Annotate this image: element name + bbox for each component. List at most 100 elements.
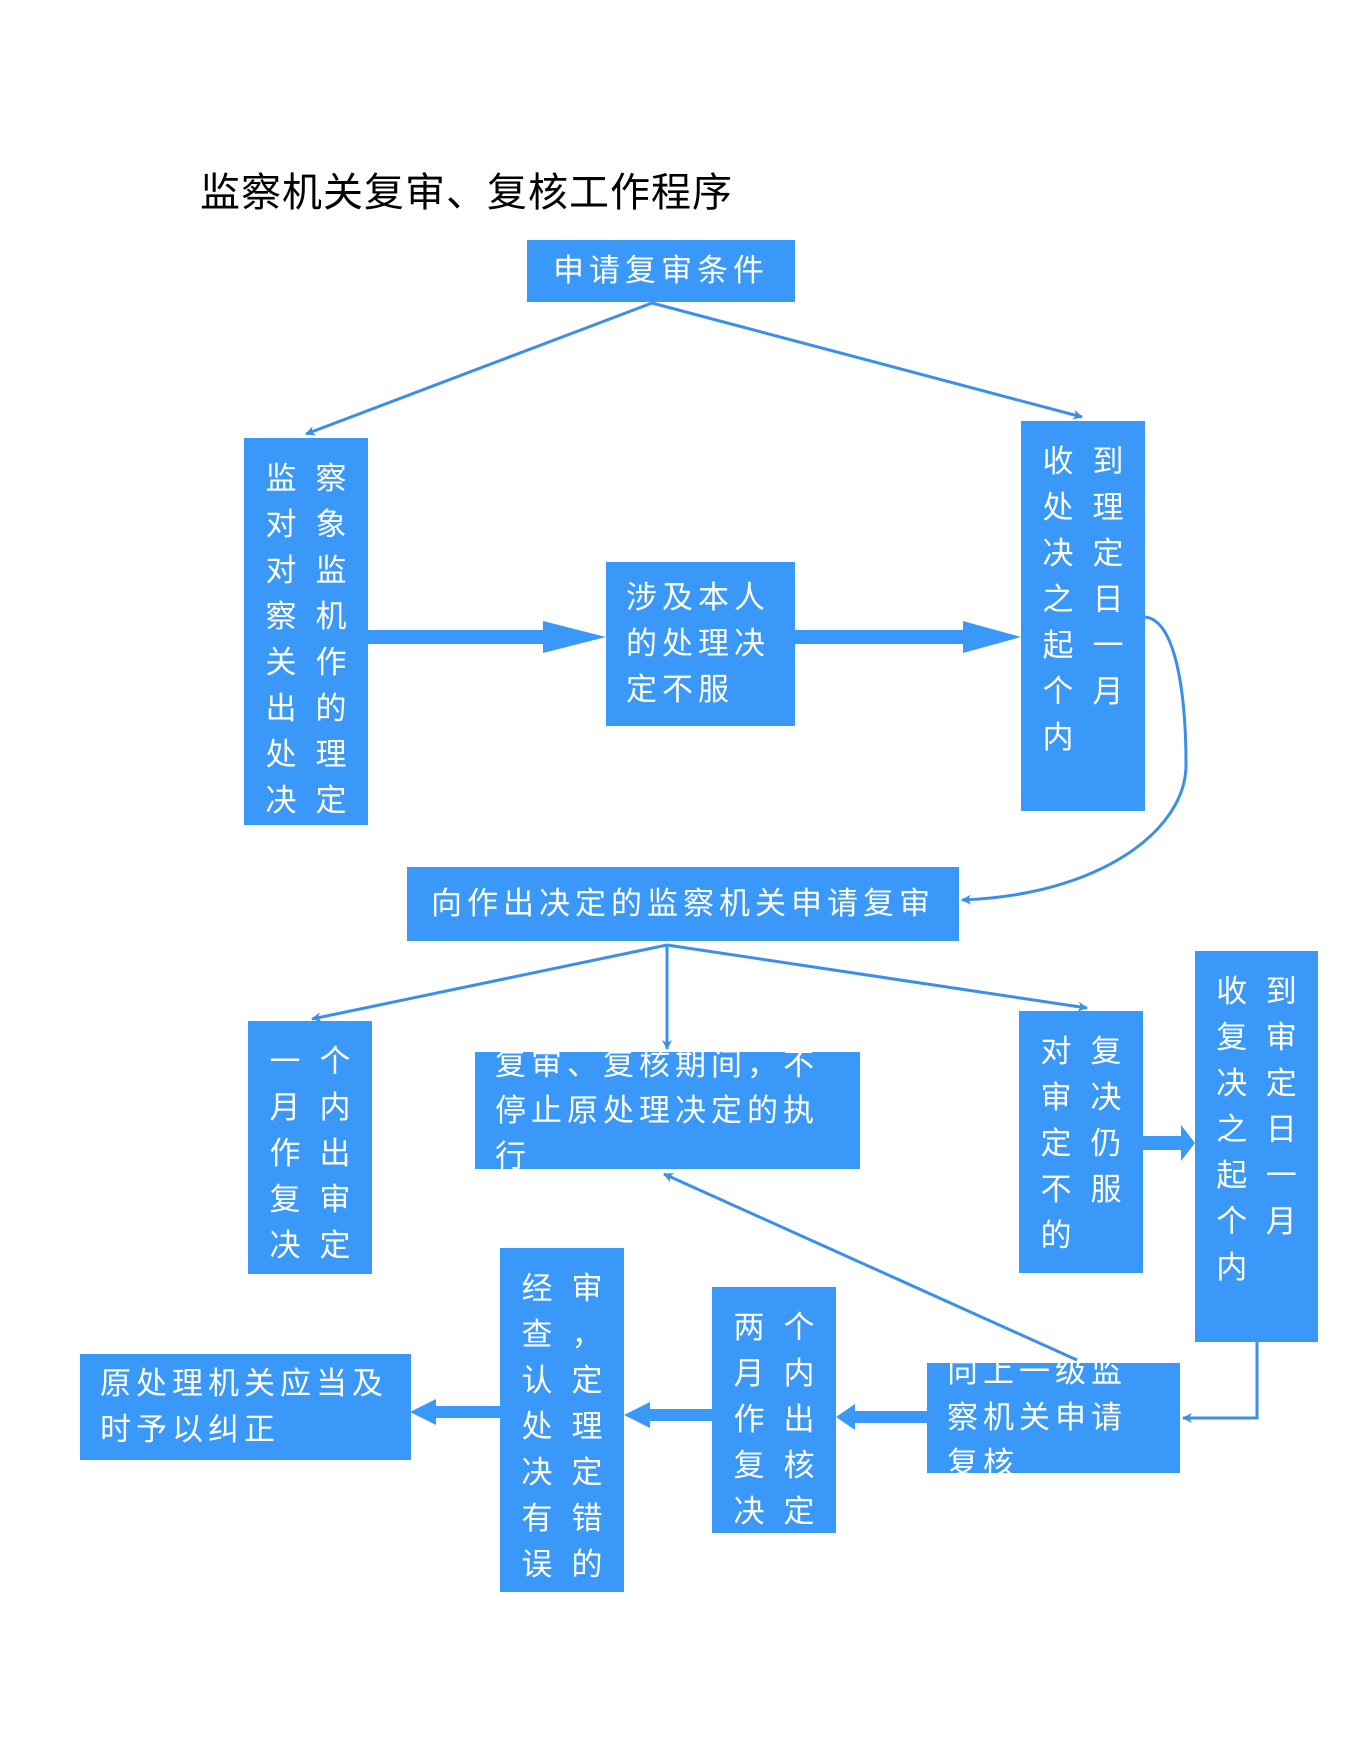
node-review-decision: 一个月内作出复审决定 [248,1021,372,1274]
node-char: 月 [733,1356,765,1392]
node-char: 出 [265,691,297,727]
node-char: 作 [269,1136,301,1172]
node-char: 机 [315,599,347,635]
node-char: 决 [269,1228,301,1264]
node-char: 决 [1090,1080,1122,1116]
node-char: 审 [319,1182,351,1218]
node-char: 审 [1040,1080,1072,1116]
thick-arrow-error-to-correct [410,1399,500,1425]
arrow-review-to-still-dissatisfied [666,943,1088,1012]
node-conditions-label: 申请复审条件 [553,253,769,289]
node-char: 内 [1216,1250,1248,1286]
node-char: 审 [571,1271,603,1307]
node-char: 复 [1090,1034,1122,1070]
node-char: 定 [319,1228,351,1264]
node-recheck-decision: 两个月内作出复核决定 [712,1287,836,1533]
node-char: 错 [571,1501,603,1537]
node-apply-recheck: 向上一级监察机关申请复核 [927,1354,1180,1482]
node-char: 起 [1042,628,1074,664]
node-char: 日 [1265,1112,1297,1148]
node-char: 理 [571,1409,603,1445]
node-char: 收 [1216,974,1248,1010]
node-char: 对 [1040,1034,1072,1070]
node-found-error: 经审查，认定处理决定有错误的 [500,1248,624,1592]
node-char: 误 [521,1547,553,1583]
thick-arrow-dissatisfied-to-deadline [795,621,1021,653]
node-within-one-month-review: 收到复审决定之日起一个月内 [1195,951,1318,1342]
node-char: 象 [315,507,347,543]
thick-arrow-decision-to-error [624,1402,712,1428]
node-char: 两 [733,1310,765,1346]
node-char: 作 [315,645,347,681]
arrow-conditions-to-deadline [651,301,1083,420]
node-char: 定 [315,783,347,819]
node-char: 对 [265,507,297,543]
node-char: 定 [1040,1126,1072,1162]
node-no-suspension-label: 复审、复核期间，不停止原处理决定的执行 [495,1046,819,1175]
node-char: 关 [265,645,297,681]
node-char: 定 [1265,1066,1297,1102]
node-char: 起 [1216,1158,1248,1194]
node-no-suspension: 复审、复核期间，不停止原处理决定的执行 [475,1047,860,1175]
node-within-one-month-receipt: 收到处理决定之日起一个月内 [1021,421,1145,811]
arrow-conditions-to-object [305,301,653,436]
node-char: 监 [315,553,347,589]
node-apply-review-label: 向作出决定的监察机关申请复审 [431,886,935,922]
node-char: 仍 [1090,1126,1122,1162]
thick-arrow-still-to-deadline2 [1143,1125,1195,1161]
node-apply-review: 向作出决定的监察机关申请复审 [407,867,959,941]
page-title: 监察机关复审、复核工作程序 [200,170,733,216]
node-object-decision: 监察对象对监察机关作出的处理决定 [244,438,368,825]
node-char: 处 [1042,490,1074,526]
node-still-dissatisfied: 对复审决定仍不服的 [1019,1011,1143,1273]
node-char: 服 [1090,1172,1122,1208]
node-char: 决 [1216,1066,1248,1102]
node-char: 对 [265,553,297,589]
node-char: 到 [1265,974,1297,1010]
node-char: 到 [1092,444,1124,480]
thick-arrow-recheck-to-decision [836,1404,927,1430]
node-char: 定 [1092,536,1124,572]
node-char: 处 [521,1409,553,1445]
node-char: 作 [733,1402,765,1438]
node-char: 认 [521,1363,553,1399]
node-char: 察 [265,599,297,635]
node-dissatisfied: 涉及本人的处理决定不服 [606,562,795,726]
node-char: 不 [1040,1172,1072,1208]
node-char: 决 [521,1455,553,1491]
node-char: 复 [733,1448,765,1484]
node-char: 收 [1042,444,1074,480]
node-char: 内 [783,1356,815,1392]
node-char: 定 [571,1455,603,1491]
node-char: 处 [265,737,297,773]
node-char: 理 [315,737,347,773]
node-char: 个 [319,1044,351,1080]
node-char: 出 [319,1136,351,1172]
arrow-deadline2-to-recheck [1182,1342,1259,1423]
node-char: 之 [1042,582,1074,618]
node-char: 经 [521,1271,553,1307]
node-apply-recheck-label: 向上一级监察机关申请复核 [947,1354,1127,1482]
node-correct: 原处理机关应当及时予以纠正 [80,1354,411,1460]
node-char: 一 [1092,628,1124,664]
node-char: 个 [1042,674,1074,710]
node-char: 复 [269,1182,301,1218]
node-char: 的 [571,1547,603,1583]
node-char: 日 [1092,582,1124,618]
node-char: 出 [783,1402,815,1438]
node-char: 复 [1216,1020,1248,1056]
node-char: ， [571,1317,603,1353]
node-char: 之 [1216,1112,1248,1148]
node-conditions: 申请复审条件 [527,240,795,302]
node-char: 决 [733,1494,765,1530]
node-char: 察 [315,461,347,497]
arrow-review-to-one-month [311,943,668,1023]
thick-arrow-object-to-dissatisfied [368,621,606,653]
node-char: 定 [783,1494,815,1530]
node-char: 定 [571,1363,603,1399]
node-char: 一 [1265,1158,1297,1194]
node-char: 有 [521,1501,553,1537]
node-char: 决 [1042,536,1074,572]
node-char: 个 [783,1310,815,1346]
node-char: 月 [269,1090,301,1126]
